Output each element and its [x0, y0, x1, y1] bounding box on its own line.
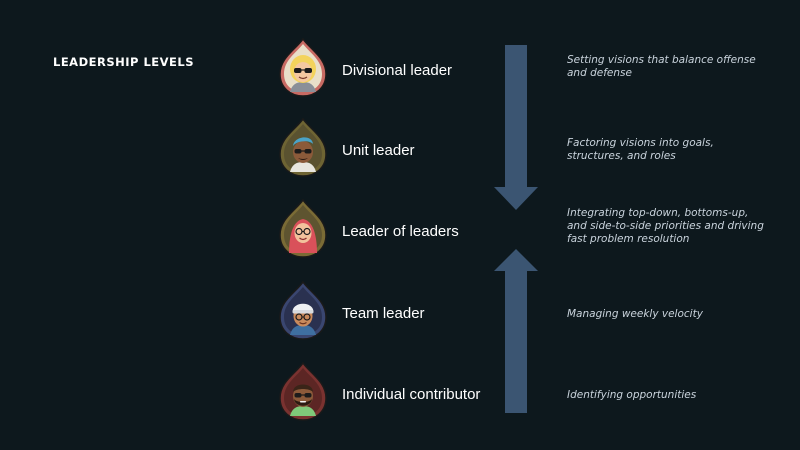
level-description: Factoring visions into goals, structures… [567, 137, 714, 162]
level-team-leader: Team leader Managing weekly velocity [0, 281, 800, 341]
avatar-blue-hair-sunglasses-icon [277, 118, 329, 178]
level-name: Team leader [342, 305, 425, 322]
arrow-up-icon [494, 249, 538, 413]
level-name: Individual contributor [342, 386, 481, 403]
level-name: Unit leader [342, 142, 415, 159]
avatar-hijab-glasses-icon [277, 199, 329, 259]
avatar-beanie-glasses-icon [277, 281, 329, 341]
level-divisional-leader: Divisional leader Setting visions that b… [0, 38, 800, 98]
level-name: Leader of leaders [342, 223, 459, 240]
level-description: Integrating top-down, bottoms-up, and si… [567, 207, 764, 245]
page-title: LEADERSHIP LEVELS [53, 55, 195, 69]
level-unit-leader: Unit leader Factoring visions into goals… [0, 118, 800, 178]
level-name: Divisional leader [342, 62, 453, 79]
level-description: Managing weekly velocity [567, 308, 703, 320]
arrow-down-icon [494, 45, 538, 210]
avatar-blonde-sunglasses-icon [277, 38, 329, 98]
level-description: Identifying opportunities [567, 389, 697, 401]
level-leader-of-leaders: Leader of leaders Integrating top-down, … [0, 199, 800, 259]
level-description: Setting visions that balance offense and… [567, 54, 756, 79]
level-individual-contributor: Individual contributor Identifying oppor… [0, 362, 800, 422]
avatar-beard-sunglasses-icon [277, 362, 329, 422]
